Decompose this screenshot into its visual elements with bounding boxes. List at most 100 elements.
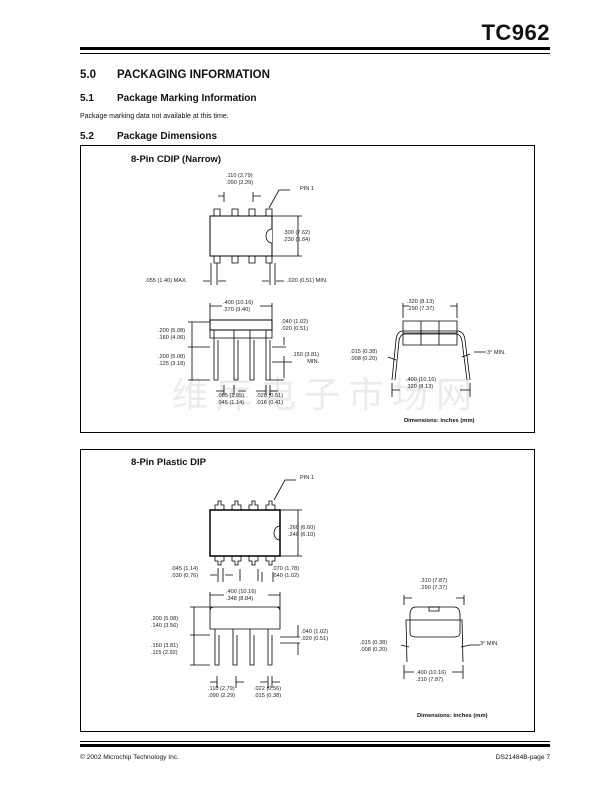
pdip-end-right-dim: .070 (1.78) .040 (1.02) — [272, 566, 299, 580]
pdip-end-left-dim: .045 (1.14) .030 (0.76) — [171, 566, 198, 580]
dim-min: .240 (6.10) — [288, 532, 316, 538]
dim-min: .008 (0.20) — [350, 356, 378, 362]
cdip-angle-dim: 3° MIN. — [487, 350, 506, 356]
pdip-lead-length-dim: .150 (3.81) .115 (2.92) — [151, 643, 178, 657]
pdip-units-note: Dimensions: inches (mm) — [417, 713, 488, 719]
pdip-lead-thickness-dim: .015 (0.38) .008 (0.20) — [360, 640, 387, 654]
dim-max: .300 (7.62) — [283, 230, 311, 236]
dim-min: .160 (4.06) — [158, 335, 186, 341]
cdip-end-view — [388, 303, 486, 397]
dim-min: .020 (0.51) — [281, 326, 309, 332]
dim-max: .310 (7.87) — [420, 578, 448, 584]
dim-max: .110 (2.79) — [208, 686, 235, 692]
cdip-row-spacing-dim: .400 (10.16) .370 (9.40) — [223, 300, 253, 314]
section-heading-5-2: 5.2 Package Dimensions — [80, 131, 217, 142]
dim-max: .015 (0.38) — [360, 640, 388, 646]
footer-copyright: © 2002 Microchip Technology Inc. — [80, 754, 179, 761]
dim-max: .260 (6.60) — [288, 525, 316, 531]
cdip-lead-width-dim: .020 (0.51) .016 (0.41) — [256, 393, 283, 407]
dim-min: .290 (7.37) — [407, 306, 435, 312]
footer-rule-thick — [80, 744, 550, 747]
cdip-pin1-label: PIN 1 — [300, 186, 314, 192]
section-heading-5-0: 5.0 PACKAGING INFORMATION — [80, 69, 270, 81]
cdip-end-width-dim: .320 (8.13) .290 (7.37) — [407, 299, 434, 313]
dim-min: .310 (7.87) — [416, 677, 444, 683]
dim-max: .150 (3.81) — [151, 643, 179, 649]
pdip-pin1-label: PIN 1 — [300, 475, 314, 481]
section-number: 5.2 — [80, 131, 94, 142]
dim-min: .030 (0.76) — [171, 573, 199, 579]
dim-max: .400 (10.16) — [226, 589, 257, 595]
dim-min: .140 (3.56) — [151, 623, 179, 629]
section-title: PACKAGING INFORMATION — [117, 69, 270, 81]
pdip-top-view — [210, 480, 302, 582]
section-number: 5.1 — [80, 93, 94, 104]
dim-min: .015 (0.38) — [254, 693, 282, 699]
dim-max: .200 (5.08) — [158, 354, 186, 360]
cdip-body-width-dim: .300 (7.62) .230 (5.84) — [283, 230, 310, 244]
cdip-lead-length-dim: .200 (5.08) .125 (3.18) — [158, 354, 185, 368]
dim-value: .150 (3.81) — [292, 352, 320, 358]
dim-min: .320 (8.13) — [406, 384, 434, 390]
section-number: 5.0 — [80, 69, 96, 81]
dim-max: .020 (0.51) — [256, 393, 284, 399]
dim-min: .348 (8.84) — [226, 596, 254, 602]
header-rule-thin — [80, 53, 550, 54]
cdip-pin-pitch-dim: .110 (2.79) .090 (2.29) — [226, 173, 253, 187]
cdip-body-height-dim: .200 (5.08) .160 (4.06) — [158, 328, 185, 342]
dim-min: .230 (5.84) — [283, 237, 311, 243]
pdip-lead-span-dim: .400 (10.16) .310 (7.87) — [416, 670, 446, 684]
dim-max: .040 (1.02) — [301, 629, 329, 635]
dim-min: .020 (0.51) — [301, 636, 329, 642]
pdip-title: 8-Pin Plastic DIP — [131, 457, 206, 468]
dim-min: .045 (1.14) — [217, 400, 245, 406]
cdip-side-view — [188, 303, 292, 395]
dim-max: .110 (2.79) — [226, 173, 253, 179]
cdip-lead-thickness-dim: .015 (0.38) .008 (0.20) — [350, 349, 377, 363]
dim-max: .400 (10.16) — [406, 377, 437, 383]
dim-min: .090 (2.29) — [208, 693, 236, 699]
dim-max: .040 (1.02) — [281, 319, 309, 325]
cdip-units-note: Dimensions: inches (mm) — [404, 418, 475, 424]
dim-min: .040 (1.02) — [272, 573, 300, 579]
section-title: Package Dimensions — [117, 131, 218, 142]
dim-max: .065 (1.65) — [217, 393, 245, 399]
dim-max: .070 (1.78) — [272, 566, 300, 572]
dim-max: .400 (10.16) — [223, 300, 254, 306]
dim-min: .370 (9.40) — [223, 307, 251, 313]
marking-note: Package marking data not available at th… — [80, 113, 229, 120]
dim-min: .290 (7.37) — [420, 585, 448, 591]
pdip-side-view — [190, 592, 300, 688]
pdip-pin-pitch-dim: .110 (2.79) .090 (2.29) — [208, 686, 235, 700]
pdip-lead-width-dim: .022 (0.56) .015 (0.38) — [254, 686, 281, 700]
dim-min: .115 (2.92) — [151, 650, 178, 656]
dim-min: .090 (2.29) — [226, 180, 254, 186]
watermark: 维库电子市场网 — [172, 375, 481, 416]
dim-max: .200 (5.08) — [158, 328, 186, 334]
pdip-package-box — [80, 449, 535, 732]
cdip-shoulder-width-dim: .065 (1.65) .045 (1.14) — [217, 393, 244, 407]
section-heading-5-1: 5.1 Package Marking Information — [80, 93, 256, 104]
pdip-seat-height-dim: .040 (1.02) .020 (0.51) — [301, 629, 328, 643]
pdip-body-height-dim: .200 (5.08) .140 (3.56) — [151, 616, 178, 630]
dim-qualifier: MIN. — [307, 359, 320, 365]
cdip-title: 8-Pin CDIP (Narrow) — [131, 154, 222, 165]
cdip-top-view — [203, 190, 302, 285]
dim-max: .200 (5.08) — [151, 616, 179, 622]
dim-max: .045 (1.14) — [171, 566, 199, 572]
dim-max: .400 (10.16) — [416, 670, 447, 676]
cdip-end-max-dim: .055 (1.40) MAX. — [145, 278, 188, 284]
cdip-lead-span-dim: .400 (10.16) .320 (8.13) — [406, 377, 436, 391]
pdip-angle-dim: 3° MIN. — [480, 641, 499, 647]
cdip-package-box — [80, 145, 535, 433]
dim-max: .015 (0.38) — [350, 349, 378, 355]
header-rule-thick — [80, 47, 550, 50]
section-title: Package Marking Information — [117, 93, 257, 104]
dim-min: .008 (0.20) — [360, 647, 388, 653]
dim-max: .022 (0.56) — [254, 686, 282, 692]
dim-max: .320 (8.13) — [407, 299, 435, 305]
cdip-seat-height-dim: .040 (1.02) .020 (0.51) — [281, 319, 308, 333]
dim-min: .016 (0.41) — [256, 400, 284, 406]
cdip-standoff-dim: .150 (3.81) MIN. — [292, 352, 319, 366]
